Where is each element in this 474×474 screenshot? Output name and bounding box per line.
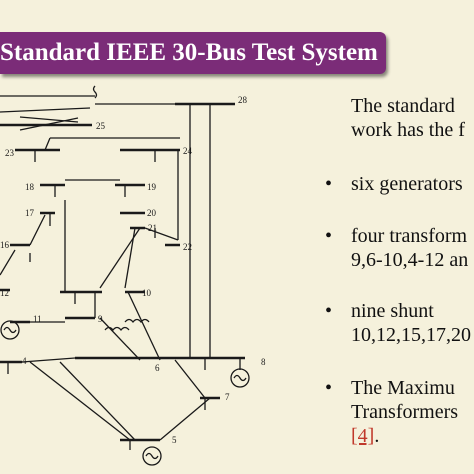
ieee-30-bus-diagram: 28 25 23 24 18 19 17 20 21 16 22 12 10 1…: [0, 85, 266, 466]
bus-label: 21: [148, 223, 157, 233]
bullet-dot: •: [325, 173, 333, 195]
bus-label: 19: [147, 182, 157, 192]
bus-label: 24: [183, 146, 193, 156]
bullet-line: six generators: [351, 173, 463, 195]
reference-line: [4].: [351, 424, 379, 448]
reference-link[interactable]: [4]: [351, 425, 375, 447]
bus-label: 9: [98, 314, 103, 324]
bus-label: 17: [25, 208, 35, 218]
bullet-line: four transform: [351, 225, 468, 247]
bus-label: 5: [172, 435, 177, 445]
bus-label: 28: [238, 95, 248, 105]
bus-label: 16: [0, 240, 10, 250]
title-banner: Standard IEEE 30-Bus Test System: [0, 32, 386, 74]
bullet-line: 10,12,15,17,20: [351, 324, 471, 346]
bullet-line: Transformers: [351, 401, 459, 423]
bus-label: 23: [5, 148, 15, 158]
bus-label: 6: [155, 363, 160, 373]
bus-label: 18: [25, 182, 35, 192]
bullet-dot: •: [325, 377, 333, 399]
bullet-line: 9,6-10,4-12 an: [351, 249, 469, 271]
slide-title: Standard IEEE 30-Bus Test System: [0, 39, 378, 66]
bus-label: 20: [147, 208, 157, 218]
bullet-line: The Maximu: [351, 377, 455, 399]
bus-label: 4: [22, 356, 27, 366]
bullet-line: nine shunt: [351, 300, 434, 322]
bus-label: 25: [96, 121, 106, 131]
bus-label: 10: [142, 288, 152, 298]
bullet-dot: •: [325, 300, 333, 322]
bus-label: 11: [33, 314, 42, 324]
bullet-dot: •: [325, 225, 333, 247]
bus-label: 7: [225, 392, 230, 402]
reference-suffix: .: [374, 425, 380, 447]
bus-label: 22: [183, 242, 192, 252]
bus-label: 12: [0, 288, 9, 298]
bus-label: 8: [261, 357, 266, 367]
intro-line: The standard: [351, 95, 455, 117]
bullet-content: The standard work has the f • six genera…: [325, 92, 474, 474]
intro-line: work has the f: [351, 119, 465, 141]
